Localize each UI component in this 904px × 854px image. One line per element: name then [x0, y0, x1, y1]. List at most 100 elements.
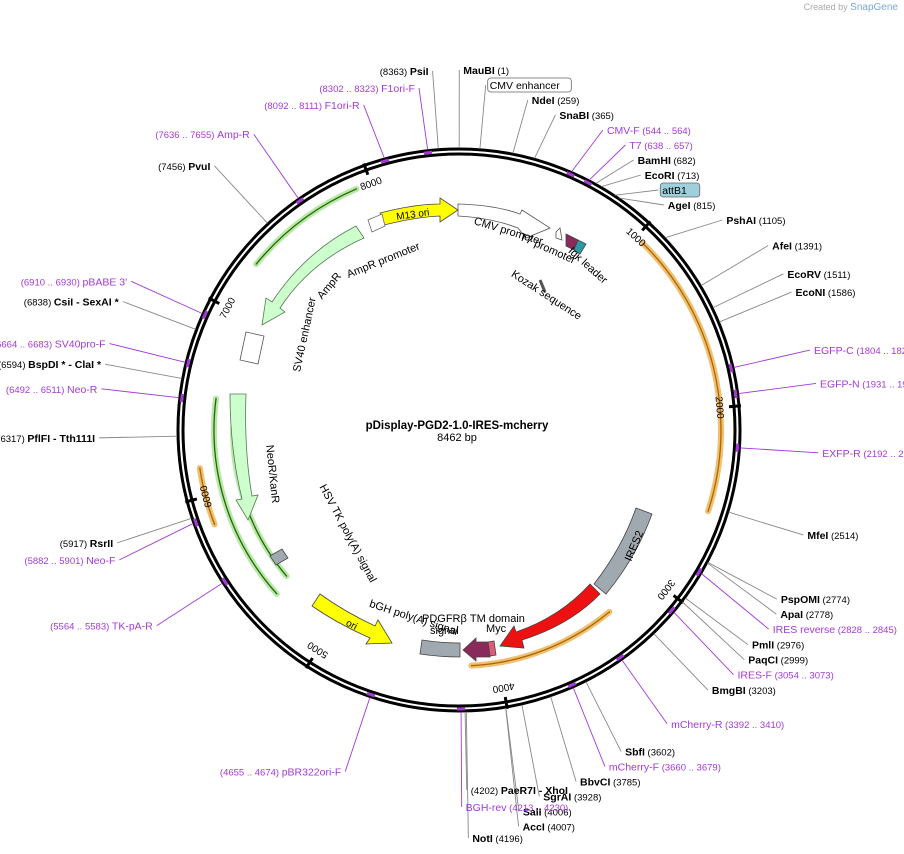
boxed-site-cmv-enhancer[interactable]: CMV enhancer: [479, 77, 572, 149]
tick-4000: [503, 696, 509, 710]
cmv-promoter-feature[interactable]: [457, 203, 551, 239]
enzyme-site-bspdi[interactable]: (6594) BspDI * - ClaI *: [0, 359, 182, 379]
label-part: (6838): [24, 298, 54, 309]
enzyme-site-sgrai[interactable]: SgrAI (3928): [521, 704, 602, 804]
label-part: (3928): [571, 792, 601, 803]
primer-site-exfp-r[interactable]: EXFP-R (2192 .. 2211): [735, 443, 904, 460]
label-part: (4202): [471, 786, 501, 797]
primer-site-pbabe-3[interactable]: (6910 .. 6930) pBABE 3': [21, 276, 209, 320]
ires2-feature[interactable]: [593, 507, 653, 595]
snapgene-credit: Created by SnapGene: [804, 2, 898, 13]
m13-ori-feature[interactable]: [379, 197, 459, 226]
myc-label: Myc: [486, 623, 507, 635]
enzyme-site-psii[interactable]: (8363) PsiI: [380, 66, 439, 149]
enzyme-site-rsrii[interactable]: (5917) RsrII: [60, 517, 192, 550]
ampr-promoter-feature[interactable]: [367, 213, 386, 233]
label-part: EXFP-R: [822, 448, 861, 460]
label-part: Amp-R: [217, 129, 250, 141]
leader-line: [130, 280, 203, 314]
primer-site-t7[interactable]: T7 (638 .. 657): [583, 140, 693, 186]
enzyme-site-bbvci[interactable]: BbvCI (3785): [550, 696, 641, 789]
neor-kanr-feature[interactable]: [229, 393, 259, 521]
myc-feature[interactable]: [487, 640, 497, 657]
enzyme-site-pvui[interactable]: (7456) PvuI: [158, 161, 268, 224]
primer-site-sv40pro-f[interactable]: (6664 .. 6683) SV40pro-F: [0, 339, 191, 368]
label-part: CMV-F: [607, 125, 640, 137]
leader-line: [673, 612, 734, 675]
mcherry-feature[interactable]: [499, 583, 601, 649]
enzyme-site-paer7i[interactable]: (4202) PaeR7I - XhoI: [464, 711, 568, 797]
label-part: (6910 .. 6930): [21, 277, 83, 288]
boxed-site-attb1[interactable]: attB1: [615, 182, 701, 198]
primer-site-neo-f[interactable]: (5882 .. 5901) Neo-F: [24, 518, 199, 567]
sv40-enhancer-feature[interactable]: [239, 331, 265, 365]
enzyme-site-snabi[interactable]: SnaBI (365): [534, 110, 614, 159]
enzyme-site-bmgbi[interactable]: BmgBI (3203): [653, 633, 776, 697]
primer-site-cmv-f[interactable]: CMV-F (544 .. 564): [566, 125, 691, 178]
label-part: (2976): [774, 641, 804, 652]
enzyme-site-pshai[interactable]: PshAI (1105): [665, 215, 786, 239]
tick-7000: [207, 296, 220, 305]
site-label: EcoRV (1511): [787, 269, 850, 281]
label-part: mCherry-R: [671, 719, 723, 731]
plasmid-name: pDisplay-PGD2-1.0-IRES-mcherry: [366, 420, 549, 432]
leader-line: [665, 219, 723, 239]
credit-prefix: Created by: [803, 2, 848, 12]
leader-line: [505, 708, 520, 827]
primer-site-neo-r[interactable]: (6492 .. 6511) Neo-R: [6, 384, 184, 403]
pdgfrb-tm-domain-feature[interactable]: [462, 637, 491, 662]
enzyme-site-noti[interactable]: NotI (4196): [465, 711, 523, 845]
primer-site-egfp-c[interactable]: EGFP-C (1804 .. 1825): [728, 345, 904, 373]
enzyme-site-econi[interactable]: EcoNI (1586): [719, 287, 855, 323]
enzyme-site-ecori[interactable]: EcoRI (713): [601, 170, 699, 188]
primer-site-ires-reverse[interactable]: IRES reverse (2828 .. 2845): [695, 567, 897, 636]
enzyme-site-bamhi[interactable]: BamHI (682): [595, 155, 696, 184]
primer-site-tk-pa-r[interactable]: (5564 .. 5583) TK-pA-R: [50, 577, 229, 633]
label-part: (4006): [542, 807, 572, 818]
enzyme-site-ndei[interactable]: NdeI (259): [512, 95, 580, 154]
bgh-polya-feature[interactable]: [419, 639, 461, 658]
primer-site-mcherry-f[interactable]: mCherry-F (3660 .. 3679): [567, 681, 721, 773]
primer-site-amp-r[interactable]: (7636 .. 7655) Amp-R: [155, 129, 305, 205]
primer-site-egfp-n[interactable]: EGFP-N (1931 .. 1952): [733, 378, 904, 399]
enzyme-site-csii[interactable]: (6838) CsiI - SexAI *: [24, 297, 196, 330]
primer-site-f1ori-f[interactable]: (8302 .. 8323) F1ori-F: [319, 83, 433, 155]
label-part: (2999): [778, 656, 808, 667]
primer-site-pbr322ori-f[interactable]: (4655 .. 4674) pBR322ori-F: [220, 691, 376, 779]
enzyme-site-pmli[interactable]: PmlI (2976): [685, 597, 804, 652]
site-label: EXFP-R (2192 .. 2211): [822, 448, 904, 460]
enzyme-site-pspomi[interactable]: PspOMI (2774): [707, 562, 850, 606]
enzyme-site-maubi[interactable]: MauBI (1): [458, 65, 509, 149]
ampr-feature[interactable]: [261, 225, 365, 326]
enzyme-site-pflfi[interactable]: (6317) PflFI - Tth111I: [0, 433, 178, 445]
hsv-tk-polya-feature[interactable]: [269, 548, 289, 566]
primer-mark: [667, 606, 676, 615]
primer-site-mcherry-r[interactable]: mCherry-R (3392 .. 3410): [615, 654, 784, 731]
enzyme-site-apai[interactable]: ApaI (2778): [707, 562, 834, 621]
enzyme-site-sali[interactable]: SalI (4006): [505, 708, 572, 818]
enzyme-site-mfei[interactable]: MfeI (2514): [728, 511, 859, 542]
primer-site-ires-f[interactable]: IRES-F (3054 .. 3073): [667, 606, 834, 682]
enzyme-site-afei[interactable]: AfeI (1391): [700, 241, 822, 286]
t7-promoter-feature[interactable]: [555, 227, 563, 241]
kozak-sequence-feature[interactable]: [538, 279, 547, 293]
tick-label-6000: 6000: [198, 484, 214, 509]
primer-site-bgh-rev[interactable]: BGH-rev (4213 .. 4230): [456, 707, 568, 814]
site-label: CMV-F (544 .. 564): [607, 125, 691, 137]
primer-site-f1ori-r[interactable]: (8092 .. 8111) F1ori-R: [264, 100, 390, 164]
enzyme-site-ecorv[interactable]: EcoRV (1511): [712, 269, 850, 309]
site-label: (6317) PflFI - Tth111I: [0, 433, 95, 445]
enzyme-site-sbfi[interactable]: SbfI (3602): [585, 681, 675, 759]
label-part: Neo-F: [86, 555, 115, 567]
enzyme-site-agei[interactable]: AgeI (815): [619, 197, 715, 212]
attb1-site[interactable]: [573, 239, 587, 255]
label-part: PflFI: [27, 433, 50, 445]
site-label: BmgBI (3203): [712, 685, 776, 697]
label-part: (6594): [0, 360, 28, 371]
ori-feature[interactable]: [311, 593, 393, 645]
label-part: - XhoI: [536, 785, 568, 797]
tick-label-4000: 4000: [491, 680, 515, 695]
enzyme-site-paqci[interactable]: PaqCI (2999): [682, 601, 808, 667]
enzyme-site-acci[interactable]: AccI (4007): [505, 708, 575, 833]
leader-line: [707, 562, 777, 615]
